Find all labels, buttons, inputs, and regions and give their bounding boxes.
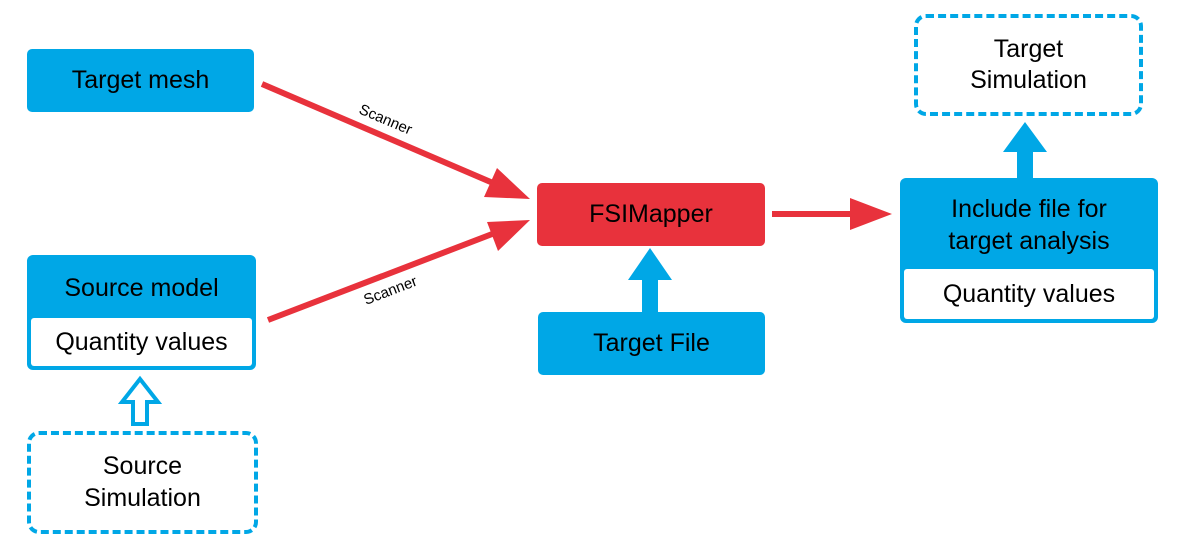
arrow-source-model-to-fsimapper bbox=[266, 220, 530, 323]
target-mesh-label: Target mesh bbox=[71, 65, 210, 94]
target-simulation-node: Target Simulation bbox=[914, 14, 1143, 116]
arrow-source-simulation-to-source-model bbox=[117, 375, 163, 426]
edge-label-scanner-top: Scanner bbox=[356, 101, 414, 138]
fsimapper-node: FSIMapper bbox=[537, 183, 765, 246]
source-simulation-label: Source Simulation bbox=[84, 452, 201, 512]
source-simulation-node: Source Simulation bbox=[27, 431, 258, 534]
source-model-title: Source model bbox=[64, 273, 219, 302]
arrow-target-file-to-fsimapper bbox=[628, 248, 672, 314]
arrow-fsimapper-to-include-file bbox=[772, 198, 892, 230]
target-simulation-label: Target Simulation bbox=[970, 34, 1087, 94]
target-file-node: Target File bbox=[538, 312, 765, 375]
target-mesh-node: Target mesh bbox=[27, 49, 254, 112]
arrow-include-file-to-target-simulation bbox=[1003, 122, 1047, 180]
include-file-node: Include file for target analysis Quantit… bbox=[900, 178, 1158, 323]
arrow-target-mesh-to-fsimapper bbox=[260, 81, 530, 199]
include-file-title: Include file for target analysis bbox=[948, 195, 1110, 255]
source-model-node: Source model Quantity values bbox=[27, 255, 256, 370]
include-file-quantity-values: Quantity values bbox=[904, 269, 1154, 319]
source-model-quantity-values: Quantity values bbox=[31, 318, 252, 366]
fsimapper-label: FSIMapper bbox=[589, 199, 713, 228]
target-file-label: Target File bbox=[593, 328, 710, 357]
